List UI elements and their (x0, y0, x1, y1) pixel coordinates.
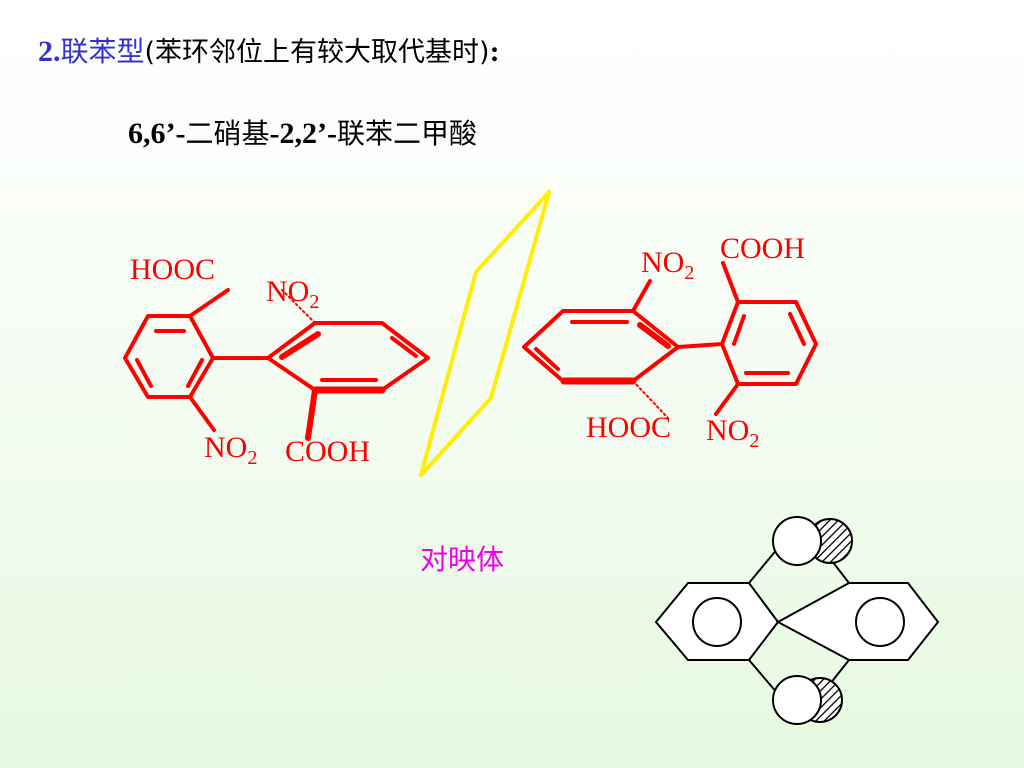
model-left-ring (654, 582, 780, 661)
label-cooh-right: COOH (720, 232, 805, 265)
title-number: 2. (38, 35, 61, 68)
label-no2-right-bottom: NO2 (706, 414, 759, 452)
slide-title: 2.联苯型(苯环邻位上有较大取代基时): (38, 30, 500, 70)
model-bottom-white-atom (772, 675, 822, 725)
model-top-white-atom (772, 516, 822, 566)
model-right-ring (775, 582, 940, 661)
left-enantiomer (123, 288, 430, 441)
enantiomer-label: 对映体 (420, 543, 505, 576)
label-hooc-right: HOOC (586, 411, 671, 444)
right-ring-b (720, 300, 818, 386)
mirror-plane (419, 190, 551, 477)
compound-part2: 联苯二甲酸 (336, 117, 477, 150)
right-enantiomer (522, 261, 818, 419)
label-hooc-left: HOOC (130, 253, 215, 286)
title-colon: : (489, 35, 500, 68)
title-parenthetical: (苯环邻位上有较大取代基时) (144, 37, 490, 68)
label-no2-left-top: NO2 (266, 275, 319, 313)
compound-part1: 二硝基 (185, 117, 270, 150)
compound-name: 6,6’-二硝基-2,2’-联苯二甲酸 (128, 112, 477, 152)
compound-prefix: 6,6’- (128, 117, 186, 150)
left-ring-a (123, 314, 215, 399)
label-no2-right-top: NO2 (641, 246, 694, 284)
label-cooh-left: COOH (285, 435, 370, 468)
biphenyl-model (654, 516, 940, 725)
title-main: 联苯型 (60, 35, 145, 68)
label-no2-left-bottom: NO2 (204, 431, 257, 469)
compound-mid: -2,2’- (269, 117, 337, 150)
